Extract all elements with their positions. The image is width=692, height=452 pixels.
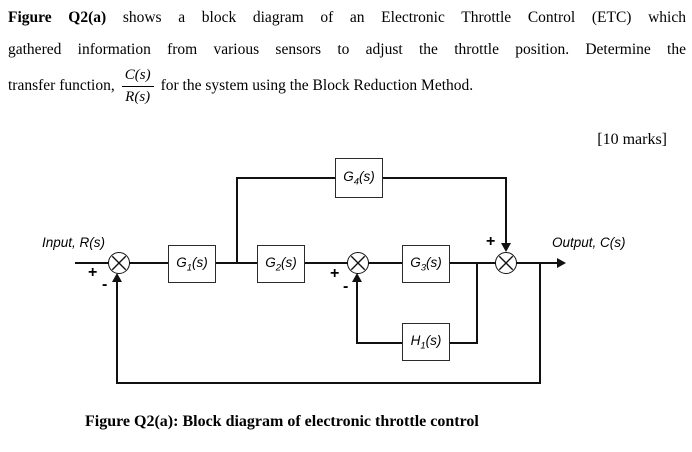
block-g1: G1(s) bbox=[168, 245, 216, 283]
fraction-numerator: C(s) bbox=[121, 66, 154, 87]
block-g3-label: G3(s) bbox=[410, 254, 442, 274]
output-arrowhead-icon bbox=[557, 258, 566, 268]
outer-feedback-bottom-line bbox=[116, 382, 541, 384]
outer-feedback-return-line bbox=[116, 281, 118, 384]
line-sum2-to-g3 bbox=[368, 262, 402, 264]
block-g2: G2(s) bbox=[257, 245, 305, 283]
sum3-plus-sign: + bbox=[486, 233, 496, 250]
question-line-3-suffix: for the system using the Block Reduction… bbox=[160, 77, 474, 95]
block-h1: H1(s) bbox=[402, 323, 450, 361]
summing-junction-3 bbox=[495, 252, 517, 274]
question-line-3-prefix: transfer function, bbox=[8, 77, 115, 95]
g4-drop-line bbox=[505, 177, 507, 244]
summing-junction-2 bbox=[347, 252, 369, 274]
block-g2-label: G2(s) bbox=[265, 254, 297, 274]
question-line-3: transfer function, C(s) R(s) for the sys… bbox=[8, 66, 473, 107]
g4-branch-up-line bbox=[236, 177, 238, 264]
g4-top-line-right bbox=[382, 177, 507, 179]
question-line-1: Figure Q2(a) shows a block diagram of an… bbox=[8, 8, 686, 28]
g4-into-sum3-arrowhead-icon bbox=[501, 243, 511, 252]
block-g4: G4(s) bbox=[335, 158, 383, 198]
block-g1-label: G1(s) bbox=[176, 254, 208, 274]
sum2-plus-sign: + bbox=[330, 265, 340, 282]
figure-caption: Figure Q2(a): Block diagram of electroni… bbox=[85, 413, 479, 430]
figure-reference-bold: Figure Q2(a) bbox=[8, 9, 107, 26]
block-diagram: G1(s) G2(s) G3(s) G4(s) H1(s) Input, R(s… bbox=[0, 155, 692, 405]
block-g4-label: G4(s) bbox=[343, 168, 375, 188]
output-label: Output, C(s) bbox=[552, 235, 626, 250]
sum1-minus-sign: - bbox=[102, 276, 108, 293]
question-line-1-text: shows a block diagram of an Electronic T… bbox=[106, 9, 686, 26]
sum1-cross-icon bbox=[111, 255, 127, 271]
line-g3-to-sum3 bbox=[450, 262, 496, 264]
h1-into-sum2-arrowhead-icon bbox=[352, 273, 362, 282]
fraction-denominator: R(s) bbox=[125, 88, 151, 105]
feedback-into-sum1-arrowhead-icon bbox=[112, 273, 122, 282]
transfer-function-fraction: C(s) R(s) bbox=[121, 66, 154, 107]
h1-branch-down-line bbox=[476, 263, 478, 344]
h1-return-up-line bbox=[356, 281, 358, 344]
question-line-2: gathered information from various sensor… bbox=[8, 41, 686, 58]
outer-feedback-branch-line bbox=[539, 263, 541, 384]
g4-top-line-left bbox=[237, 177, 336, 179]
sum1-plus-sign: + bbox=[88, 264, 98, 281]
output-signal-line bbox=[516, 262, 558, 264]
sum3-cross-icon bbox=[498, 255, 514, 271]
sum2-minus-sign: - bbox=[343, 278, 349, 295]
block-g3: G3(s) bbox=[402, 245, 450, 283]
summing-junction-1 bbox=[108, 252, 130, 274]
input-label: Input, R(s) bbox=[42, 235, 106, 250]
line-sum1-to-g1 bbox=[129, 262, 168, 264]
sum2-cross-icon bbox=[350, 255, 366, 271]
h1-line-right bbox=[450, 342, 478, 344]
block-h1-label: H1(s) bbox=[410, 332, 442, 352]
input-signal-line bbox=[75, 262, 109, 264]
marks-label: [10 marks] bbox=[597, 131, 667, 148]
h1-line-left bbox=[357, 342, 402, 344]
line-g2-to-sum2 bbox=[305, 262, 348, 264]
